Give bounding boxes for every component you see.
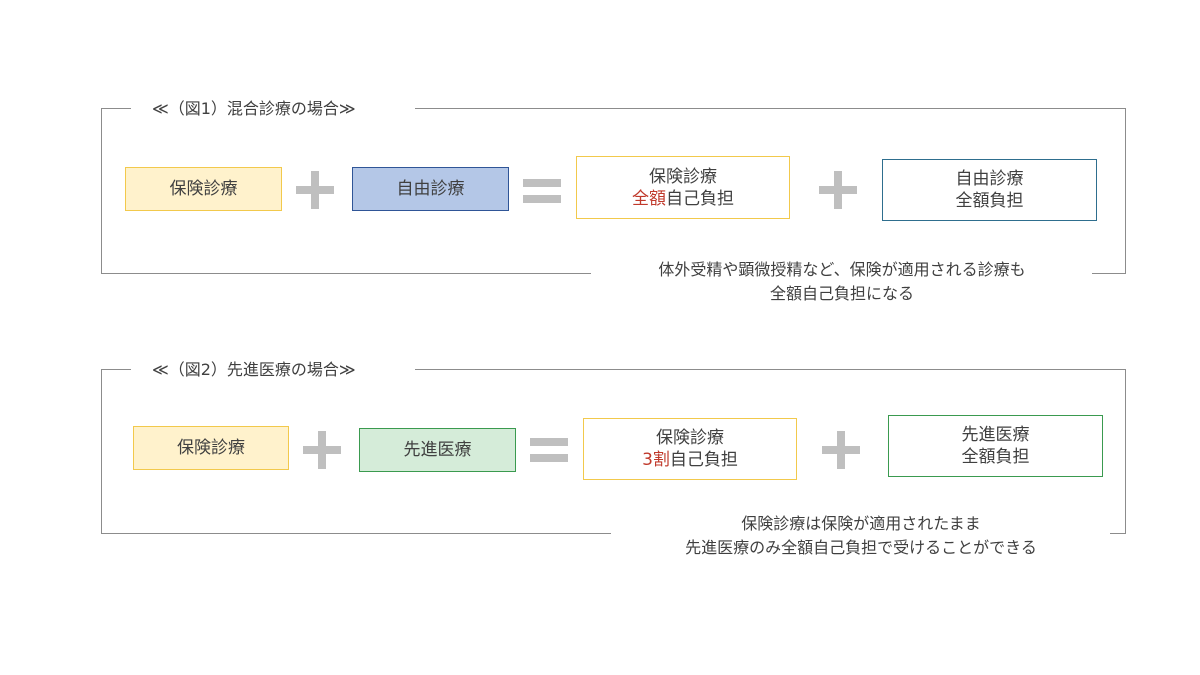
figure2-result-right-line1: 先進医療 <box>961 425 1030 445</box>
figure1-insurance-label: 保険診療 <box>169 179 238 199</box>
figure1-result-right: 自由診療 全額負担 <box>882 159 1097 221</box>
figure1-result-right-line2: 全額負担 <box>955 191 1024 211</box>
frame2-top-left <box>101 369 131 370</box>
frame1-top-left <box>101 108 131 109</box>
figure1-note-line2: 全額自己負担になる <box>769 284 914 303</box>
figure1-result-left-line1: 保険診療 <box>649 166 717 187</box>
equals-icon <box>523 179 561 187</box>
frame1-left <box>101 108 102 274</box>
figure2-highlight: 3割 <box>642 450 670 470</box>
figure2-result-right: 先進医療 全額負担 <box>888 415 1103 477</box>
figure2-result-left-line1: 保険診療 <box>656 428 724 448</box>
figure1-title: ≪（図1）混合診療の場合≫ <box>146 99 362 119</box>
figure1-result-left-line2: 全額自己負担 <box>632 188 734 209</box>
figure2-note-line1: 保険診療は保険が適用されたまま <box>741 514 981 533</box>
figure2-insurance-label: 保険診療 <box>177 438 245 458</box>
figure2-advanced-box: 先進医療 <box>359 428 516 472</box>
figure2-advanced-label: 先進医療 <box>403 440 472 460</box>
frame2-right <box>1125 369 1126 534</box>
frame1-right <box>1125 108 1126 274</box>
figure2-result-left: 保険診療 3割自己負担 <box>583 418 797 480</box>
figure1-result-right-line1: 自由診療 <box>955 169 1024 189</box>
figure1-note-line1: 体外受精や顕微授精など、保険が適用される診療も <box>658 260 1026 279</box>
frame1-top-right <box>415 108 1126 109</box>
figure2-note: 保険診療は保険が適用されたまま 先進医療のみ全額自己負担で受けることができる <box>616 512 1106 560</box>
figure1-result-left: 保険診療 全額自己負担 <box>576 156 790 219</box>
figure1-free-label: 自由診療 <box>396 179 465 199</box>
frame2-bottom-left <box>101 533 611 534</box>
figure2-note-line2: 先進医療のみ全額自己負担で受けることができる <box>685 538 1037 557</box>
equals-icon <box>530 438 568 446</box>
figure1-highlight: 全額 <box>632 188 666 209</box>
figure1-note: 体外受精や顕微授精など、保険が適用される診療も 全額自己負担になる <box>596 258 1088 306</box>
figure2-result-right-line2: 全額負担 <box>961 447 1030 467</box>
frame1-bottom-right <box>1092 273 1126 274</box>
figure2-result-left-line2: 3割自己負担 <box>642 450 738 470</box>
frame2-bottom-right <box>1110 533 1126 534</box>
figure1-insurance-box: 保険診療 <box>125 167 282 211</box>
figure2-title: ≪（図2）先進医療の場合≫ <box>146 360 362 380</box>
frame2-left <box>101 369 102 534</box>
frame2-top-right <box>415 369 1126 370</box>
figure1-free-box: 自由診療 <box>352 167 509 211</box>
figure2-insurance-box: 保険診療 <box>133 426 289 470</box>
frame1-bottom-left <box>101 273 591 274</box>
